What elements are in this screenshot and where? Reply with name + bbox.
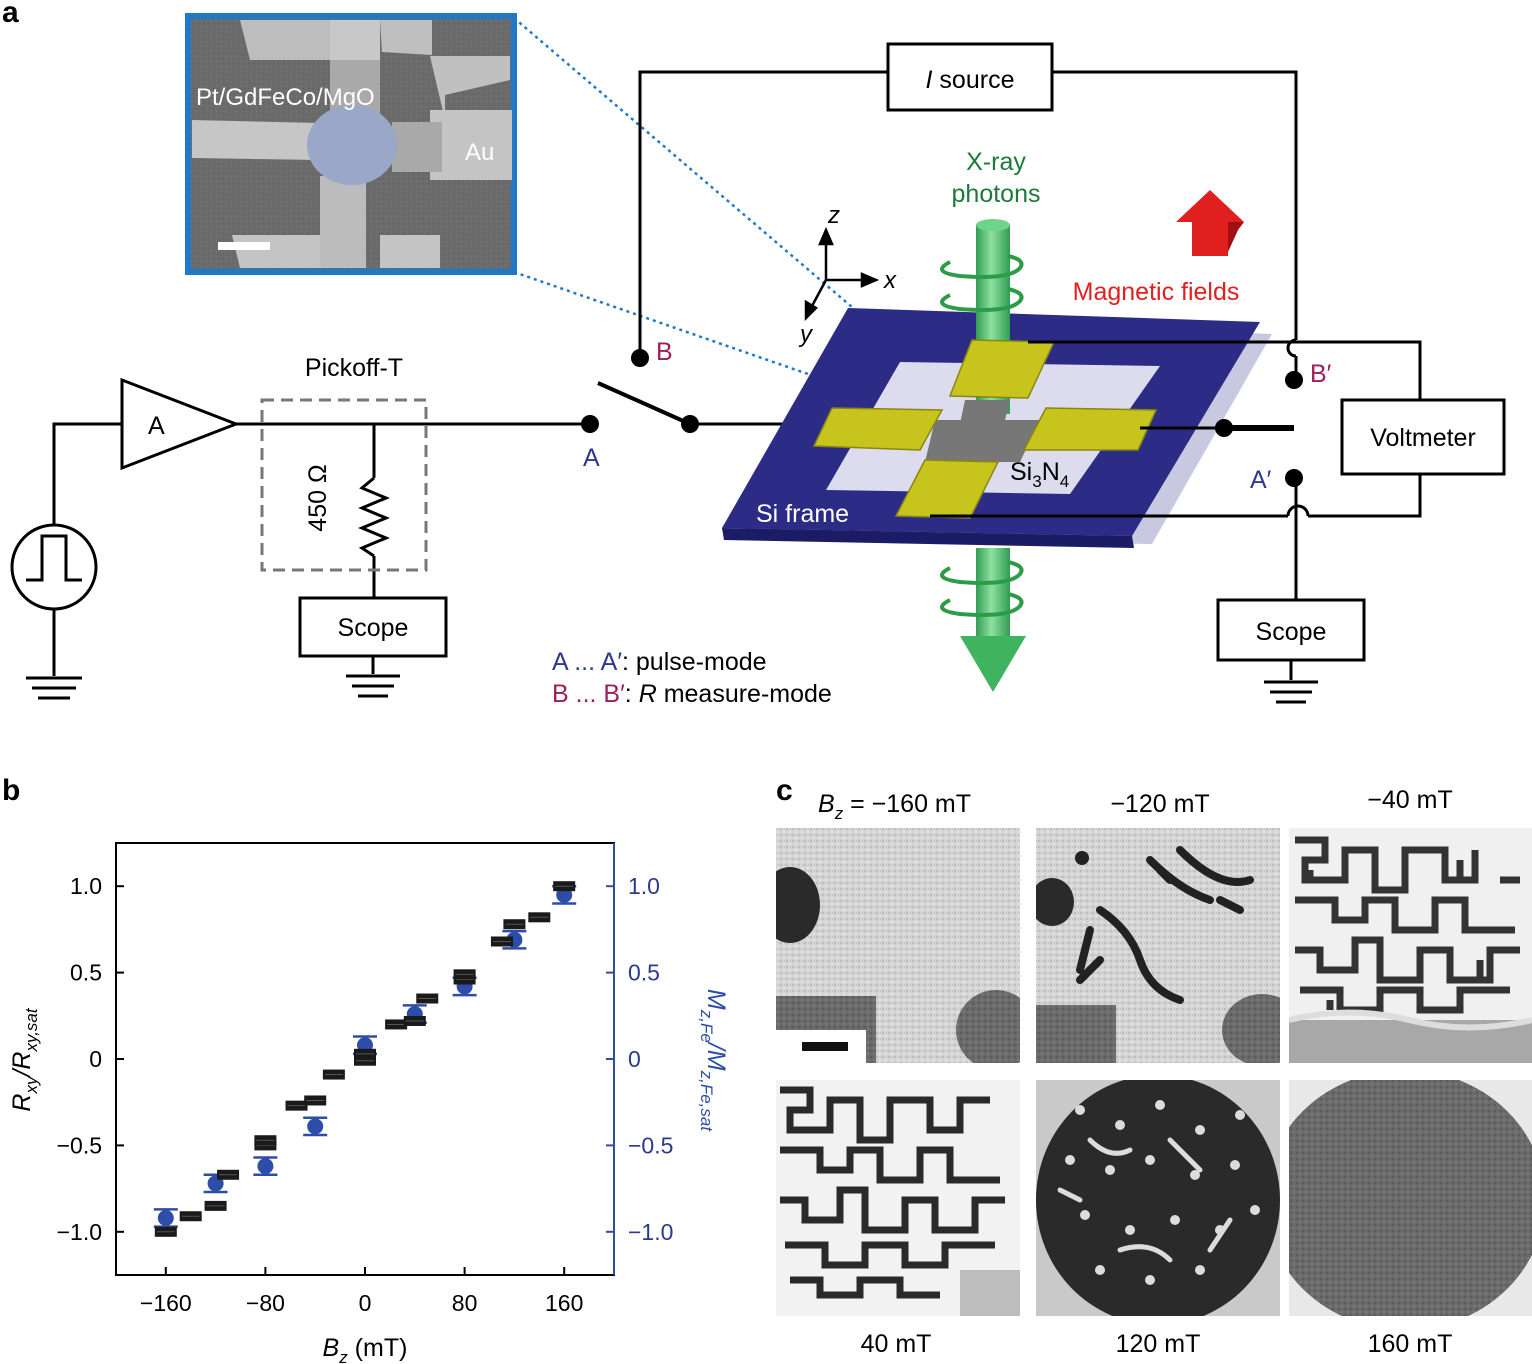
legend-pulse-mode: A ... A′: pulse-mode [552, 648, 767, 676]
panel-c-label-2: −120 mT [1110, 790, 1209, 818]
sem-inset: Pt/GdFeCo/MgO Au [188, 16, 514, 272]
magnetic-field-arrow-shade [1228, 222, 1244, 252]
magnetization-point [158, 1210, 174, 1226]
panel-a-letter: a [2, 0, 19, 29]
panel-c-label-4: 40 mT [861, 1330, 932, 1358]
y-tick-label-left: 1.0 [70, 873, 102, 899]
axis-z-label: z [827, 202, 840, 229]
node-b-dot [631, 349, 649, 367]
y-tick-label-right: −0.5 [628, 1132, 673, 1158]
magnetic-fields-label: Magnetic fields [1073, 278, 1240, 306]
scope-left-label: Scope [338, 614, 409, 642]
domain-image-neg160 [760, 828, 1036, 1070]
resistor-label: 450 Ω [304, 464, 332, 531]
y-tick-label-right: −1.0 [628, 1219, 673, 1245]
scatter-chart: −160 −80 0 80 160 −1.0 −1.0 −0.5 −0.5 0 0 0.5 0.5 1.0… [57, 843, 674, 1316]
domain-image-40 [776, 1080, 1020, 1316]
y-tick-label-left: 0 [89, 1046, 102, 1072]
node-aprime-label: A′ [1250, 466, 1272, 494]
panel-c-label-5: 120 mT [1116, 1330, 1201, 1358]
node-bprime-label: B′ [1310, 360, 1332, 388]
xray-beam-lower [976, 548, 1010, 638]
y-tick-label-right: 0 [628, 1046, 641, 1072]
inset-electrode-label: Au [465, 139, 494, 166]
axis-y-label: y [798, 321, 814, 348]
x-tick-label: 80 [452, 1290, 478, 1316]
legend-measure-mode: B ... B′: R measure-mode [552, 680, 832, 708]
domain-image-neg40 [1289, 828, 1532, 1063]
xray-label-line1: X-ray [966, 148, 1026, 176]
pulse-generator [12, 525, 96, 609]
xray-label-line2: photons [952, 180, 1041, 208]
panel-c-label-6: 160 mT [1368, 1330, 1453, 1358]
axis-x-label: x [883, 267, 897, 294]
x-axis-label: Bz (mT) [323, 1334, 408, 1364]
amplifier-triangle [122, 380, 236, 468]
coordinate-axes [806, 230, 876, 318]
x-tick-label: 160 [545, 1290, 583, 1316]
current-source-label: I source [926, 66, 1015, 94]
inset-stack-label: Pt/GdFeCo/MgO [196, 84, 375, 111]
x-tick-label: −80 [246, 1290, 285, 1316]
panel-c-label-1: Bz = −160 mT [818, 790, 971, 823]
scope-right-label: Scope [1256, 618, 1327, 646]
node-a-label: A [583, 444, 600, 472]
y-axis-right-label: Mz,Fe/Mz,Fe,sat [697, 989, 730, 1132]
y-tick-label-left: −1.0 [57, 1219, 102, 1245]
ground-left-generator [26, 678, 82, 698]
panel-b-letter: b [2, 774, 20, 807]
panel-c-letter: c [776, 774, 793, 807]
switch-right-pivot [1215, 419, 1233, 437]
ground-right [1264, 660, 1318, 702]
x-tick-label: 0 [359, 1290, 372, 1316]
y-tick-label-left: 0.5 [70, 960, 102, 986]
pickoff-t-label: Pickoff-T [305, 354, 403, 382]
magnetization-point [307, 1118, 323, 1134]
y-axis-left-label: Rxy/Rxy,sat [8, 1007, 41, 1111]
y-tick-label-right: 1.0 [628, 873, 660, 899]
xray-beam-arrowhead [960, 636, 1026, 692]
ground-left-scope [346, 656, 400, 696]
x-tick-label: −160 [140, 1290, 192, 1316]
magnetization-point [257, 1158, 273, 1174]
si-frame-label: Si frame [756, 500, 849, 528]
domain-image-neg120 [1030, 828, 1302, 1066]
domain-image-160 [1265, 1070, 1532, 1330]
node-bprime-dot [1285, 371, 1303, 389]
node-aprime-dot [1285, 469, 1303, 487]
switch-lever [598, 383, 690, 424]
node-b-label: B [656, 338, 673, 366]
sample-chip [722, 219, 1272, 548]
y-tick-label-left: −0.5 [57, 1132, 102, 1158]
amplifier-label: A [148, 412, 165, 440]
panel-c-label-3: −40 mT [1367, 786, 1452, 814]
domain-image-120 [1036, 1075, 1280, 1325]
voltmeter-label: Voltmeter [1370, 424, 1476, 452]
node-a-dot [581, 415, 599, 433]
y-tick-label-right: 0.5 [628, 960, 660, 986]
